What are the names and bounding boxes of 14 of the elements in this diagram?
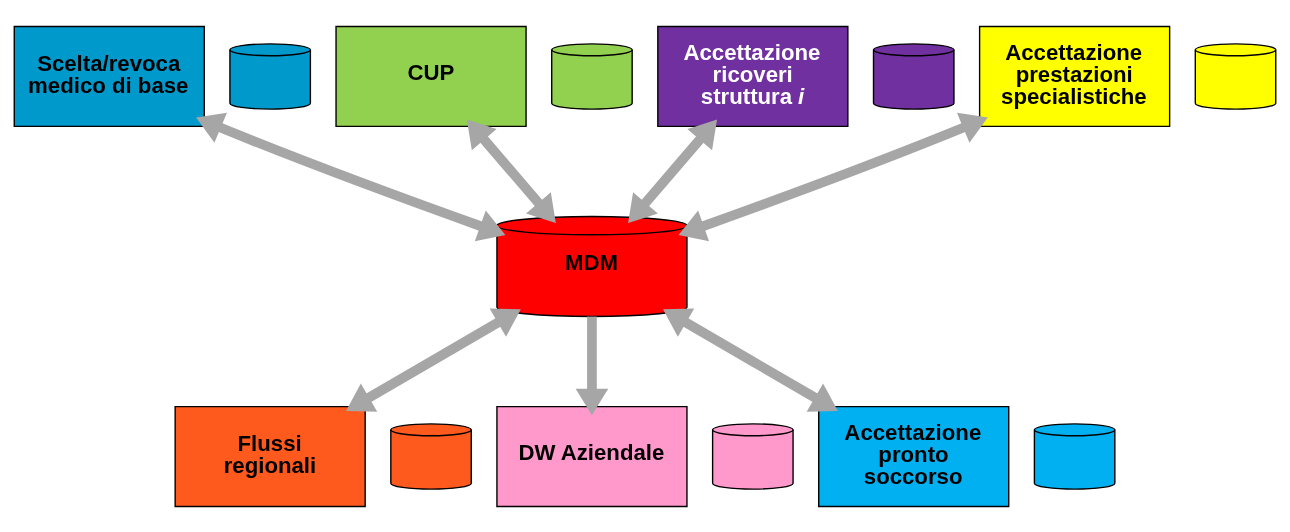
node-box: DW Aziendale [496,405,688,507]
arrow [346,308,521,412]
node-box: Flussi regionali [174,405,366,507]
arrow [466,119,556,223]
arrow [628,119,718,223]
arrow [196,112,506,241]
arrow [663,308,838,412]
arrow [575,316,609,415]
node-box: Accettazione ricoveri struttura i [657,25,849,127]
node-box: Accettazione prestazioni specialistiche [978,25,1171,127]
node-box: Accettazione pronto soccorso [818,405,1010,507]
arrow [678,112,988,241]
node-box: Scelta/revoca medico di base [13,25,205,127]
node-box: CUP [335,25,527,127]
